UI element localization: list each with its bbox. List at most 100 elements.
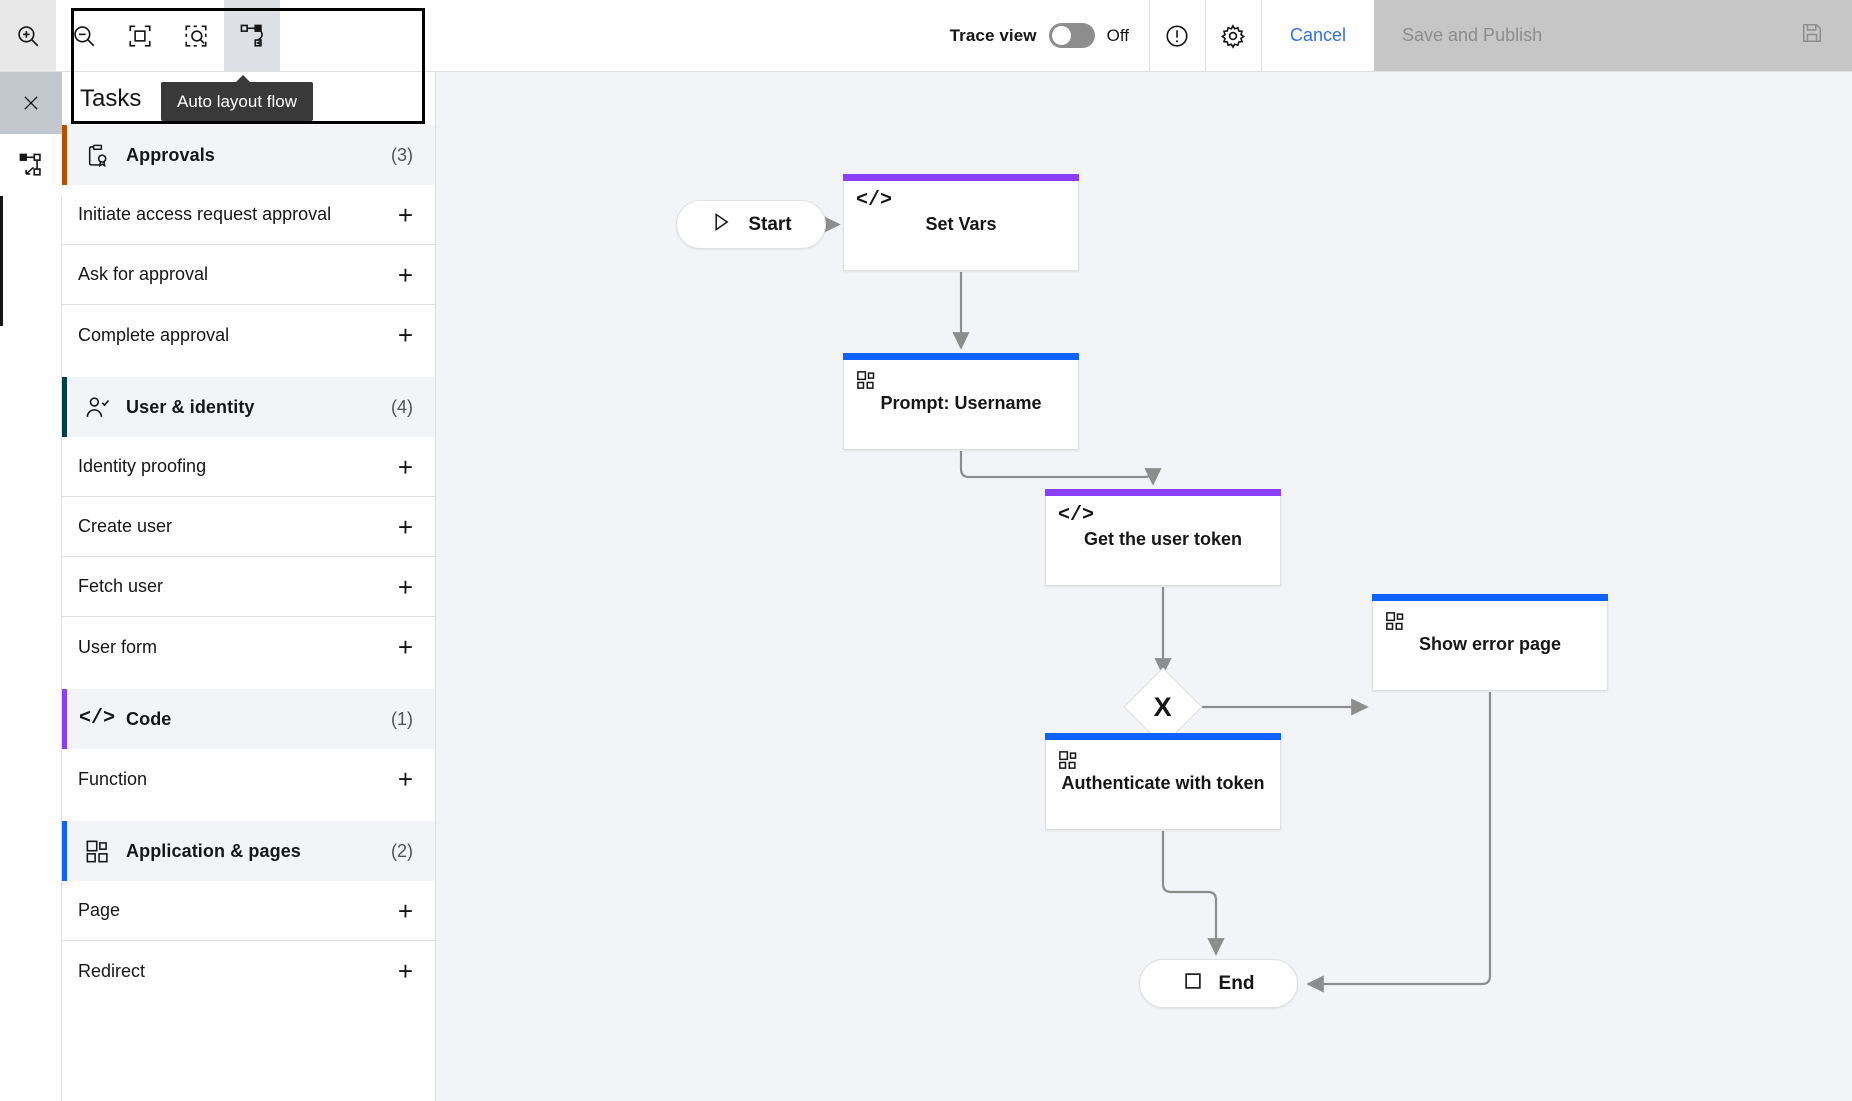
task-item-identity-proofing[interactable]: Identity proofing + bbox=[62, 437, 435, 497]
node-type-stripe bbox=[843, 353, 1079, 360]
task-item-label: Function bbox=[78, 768, 148, 789]
application-pages-icon bbox=[1058, 750, 1078, 775]
save-and-publish-label: Save and Publish bbox=[1402, 25, 1543, 45]
add-task-icon[interactable]: + bbox=[397, 320, 413, 350]
fit-to-screen-icon[interactable] bbox=[112, 0, 168, 71]
application-pages-icon bbox=[856, 370, 876, 395]
task-item-label: Fetch user bbox=[78, 576, 164, 596]
group-accent-bar bbox=[62, 377, 67, 437]
task-item-create-user[interactable]: Create user+ bbox=[62, 497, 435, 557]
flow-node-label: End bbox=[1218, 972, 1255, 994]
flow-node-authenticate-with-token[interactable]: Authenticate with token bbox=[1045, 733, 1281, 830]
save-icon bbox=[1800, 21, 1824, 50]
task-item-label: Page bbox=[78, 900, 121, 920]
top-toolbar: Trace view Off Canc bbox=[0, 0, 1852, 72]
code-icon: </> bbox=[79, 707, 116, 730]
task-group-header-code[interactable]: </>Code(1) bbox=[62, 689, 435, 749]
group-spacer bbox=[62, 677, 435, 689]
trace-view-state: Off bbox=[1106, 25, 1129, 45]
task-item-complete-approval[interactable]: Complete approval + bbox=[62, 305, 435, 365]
close-icon[interactable] bbox=[0, 72, 62, 134]
edge-prompt-gettoken bbox=[959, 451, 1162, 486]
add-task-icon[interactable]: + bbox=[397, 199, 413, 230]
flow-node-end[interactable]: End bbox=[1139, 959, 1298, 1008]
task-item-label: Identity proofing bbox=[78, 456, 207, 476]
auto-layout-tooltip: Auto layout flow bbox=[161, 75, 314, 121]
save-and-publish-button[interactable]: Save and Publish bbox=[1374, 0, 1852, 71]
add-task-icon[interactable]: + bbox=[397, 259, 413, 290]
zoom-in-icon[interactable] bbox=[0, 0, 56, 71]
zoom-to-selection-icon[interactable] bbox=[168, 0, 224, 71]
play-icon bbox=[710, 211, 732, 239]
task-item-function[interactable]: Function + bbox=[62, 749, 435, 809]
flow-node-show-error-page[interactable]: Show error page bbox=[1372, 594, 1608, 691]
task-group-label: Approvals bbox=[126, 144, 215, 165]
task-item-label: Redirect bbox=[78, 960, 146, 981]
flow-node-label: Show error page bbox=[1418, 633, 1562, 654]
flow-edges bbox=[823, 215, 1492, 993]
task-group-list: Approvals(3)Initiate access request appr… bbox=[62, 125, 435, 1001]
zoom-out-icon[interactable] bbox=[56, 0, 112, 71]
task-group-count: (2) bbox=[391, 840, 413, 861]
cancel-button[interactable]: Cancel bbox=[1260, 0, 1374, 71]
canvas-tools-group bbox=[0, 0, 280, 72]
group-accent-bar bbox=[62, 689, 67, 749]
flow-node-set-vars[interactable]: </>Set Vars bbox=[843, 174, 1079, 271]
gateway-label: X bbox=[1153, 691, 1173, 722]
node-type-stripe bbox=[1372, 594, 1608, 601]
toggle-knob bbox=[1051, 26, 1071, 45]
flow-node-label: Get the user token bbox=[1083, 528, 1243, 549]
add-task-icon[interactable]: + bbox=[397, 511, 413, 542]
task-item-label: User form bbox=[78, 636, 158, 657]
trace-view-toggle[interactable] bbox=[1048, 23, 1095, 48]
node-type-stripe bbox=[1045, 733, 1281, 740]
add-task-icon[interactable]: + bbox=[397, 956, 413, 986]
edge-error-end bbox=[1306, 692, 1492, 993]
task-item-redirect[interactable]: Redirect + bbox=[62, 941, 435, 1001]
task-group-header-user-identity[interactable]: User & identity(4) bbox=[62, 377, 435, 437]
task-group-header-approvals[interactable]: Approvals(3) bbox=[62, 125, 435, 185]
task-item-ask-for-approval[interactable]: Ask for approval + bbox=[62, 245, 435, 305]
flow-node-label: Start bbox=[748, 213, 792, 235]
flow-node-get-user-token[interactable]: </>Get the user token bbox=[1045, 489, 1281, 586]
task-item-fetch-user[interactable]: Fetch user + bbox=[62, 557, 435, 617]
node-type-stripe bbox=[1045, 489, 1281, 496]
flow-diagram-icon[interactable] bbox=[0, 134, 62, 196]
task-item-user-form[interactable]: User form + bbox=[62, 617, 435, 677]
trace-view-label: Trace view bbox=[949, 25, 1037, 45]
flow-node-start[interactable]: Start bbox=[676, 200, 826, 249]
code-icon: </> bbox=[856, 189, 893, 212]
add-task-icon[interactable]: + bbox=[397, 451, 413, 482]
group-spacer bbox=[62, 365, 435, 377]
tasks-panel: Tasks Approvals(3)Initiate access reques… bbox=[62, 72, 436, 1101]
gear-icon[interactable] bbox=[1204, 0, 1261, 71]
flow-node-prompt-username[interactable]: Prompt: Username bbox=[843, 353, 1079, 450]
group-accent-bar bbox=[62, 821, 67, 881]
information-icon[interactable] bbox=[1148, 0, 1205, 71]
flow-node-label: Authenticate with token bbox=[1061, 772, 1265, 793]
auto-layout-flow-icon[interactable] bbox=[224, 0, 280, 71]
task-group-count: (4) bbox=[391, 396, 413, 417]
task-item-label: Ask for approval bbox=[78, 264, 209, 284]
add-task-icon[interactable]: + bbox=[397, 571, 413, 602]
add-task-icon[interactable]: + bbox=[397, 632, 413, 662]
node-type-stripe bbox=[843, 174, 1079, 181]
top-actions-group: Trace view Off Canc bbox=[950, 0, 1852, 72]
rail-active-marker bbox=[0, 144, 3, 326]
task-group-label: Code bbox=[126, 708, 172, 729]
task-item-initiate-access-request-approval[interactable]: Initiate access request approval + bbox=[62, 185, 435, 245]
stop-square-icon bbox=[1183, 971, 1203, 997]
add-task-icon[interactable]: + bbox=[397, 895, 413, 926]
cancel-label: Cancel bbox=[1289, 25, 1346, 45]
task-item-label: Initiate access request approval bbox=[78, 204, 332, 224]
left-rail bbox=[0, 72, 62, 1101]
group-accent-bar bbox=[62, 125, 67, 185]
edge-auth-end bbox=[1161, 831, 1225, 956]
task-group-header-application-pages[interactable]: Application & pages (2) bbox=[62, 821, 435, 881]
task-group-label: Application & pages bbox=[126, 840, 301, 861]
task-item-page[interactable]: Page + bbox=[62, 881, 435, 941]
add-task-icon[interactable]: + bbox=[397, 764, 413, 794]
flow-node-label: Prompt: Username bbox=[880, 392, 1042, 413]
task-item-label: Complete approval bbox=[78, 324, 230, 345]
